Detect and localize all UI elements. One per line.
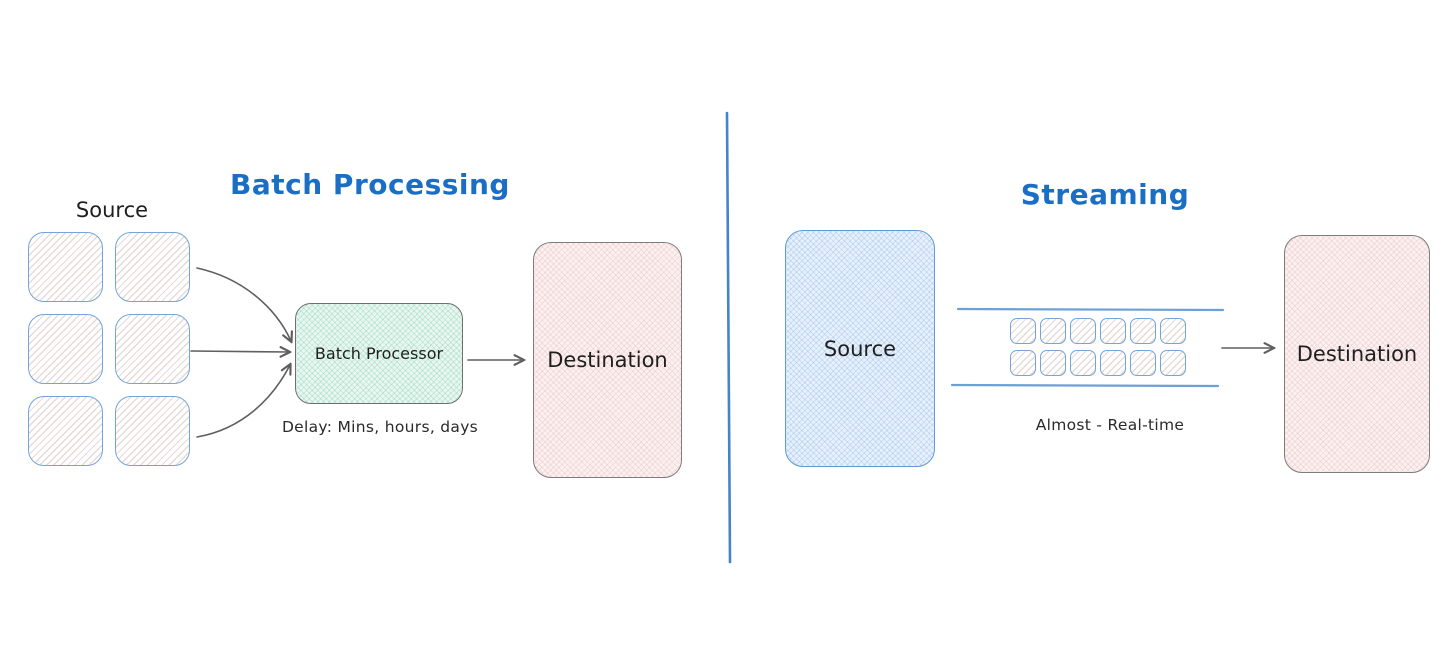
delay-note: Delay: Mins, hours, days — [281, 418, 479, 436]
stream-event-grid — [1010, 318, 1186, 376]
arrow-grid-top-to-processor — [196, 267, 291, 341]
stream-event-square — [1010, 350, 1036, 376]
stream-event-square — [1160, 350, 1186, 376]
stream-channel-bottom-line — [950, 383, 1220, 388]
stream-event-square — [1100, 350, 1126, 376]
stream-event-square — [1070, 318, 1096, 344]
batch-source-square — [115, 314, 190, 384]
batch-source-square — [115, 396, 190, 466]
batch-destination-label: Destination — [547, 348, 668, 372]
arrow-grid-middle-to-processor — [190, 351, 289, 352]
stream-channel-top-line — [956, 307, 1225, 312]
batch-destination-node: Destination — [533, 242, 682, 478]
batch-source-square — [115, 232, 190, 302]
stream-event-square — [1040, 318, 1066, 344]
stream-event-square — [1040, 350, 1066, 376]
streaming-title: Streaming — [1020, 178, 1190, 211]
batch-source-square — [28, 232, 103, 302]
batch-processor-label: Batch Processor — [314, 344, 444, 363]
stream-event-square — [1010, 318, 1036, 344]
batch-processor-node: Batch Processor — [295, 303, 463, 404]
arrow-grid-bottom-to-processor — [196, 365, 290, 438]
stream-event-square — [1100, 318, 1126, 344]
streaming-destination-node: Destination — [1284, 235, 1430, 473]
streaming-source-node: Source — [785, 230, 935, 467]
batch-source-square — [28, 396, 103, 466]
divider-line — [725, 111, 732, 564]
batch-title: Batch Processing — [230, 168, 510, 201]
batch-source-grid — [28, 232, 190, 466]
stream-event-square — [1160, 318, 1186, 344]
latency-note: Almost - Real-time — [1035, 416, 1185, 434]
streaming-destination-label: Destination — [1296, 342, 1418, 366]
batch-source-label: Source — [75, 198, 149, 222]
stream-event-square — [1130, 350, 1156, 376]
streaming-source-label: Source — [823, 336, 897, 361]
stream-event-square — [1070, 350, 1096, 376]
batch-source-square — [28, 314, 103, 384]
stream-event-square — [1130, 318, 1156, 344]
